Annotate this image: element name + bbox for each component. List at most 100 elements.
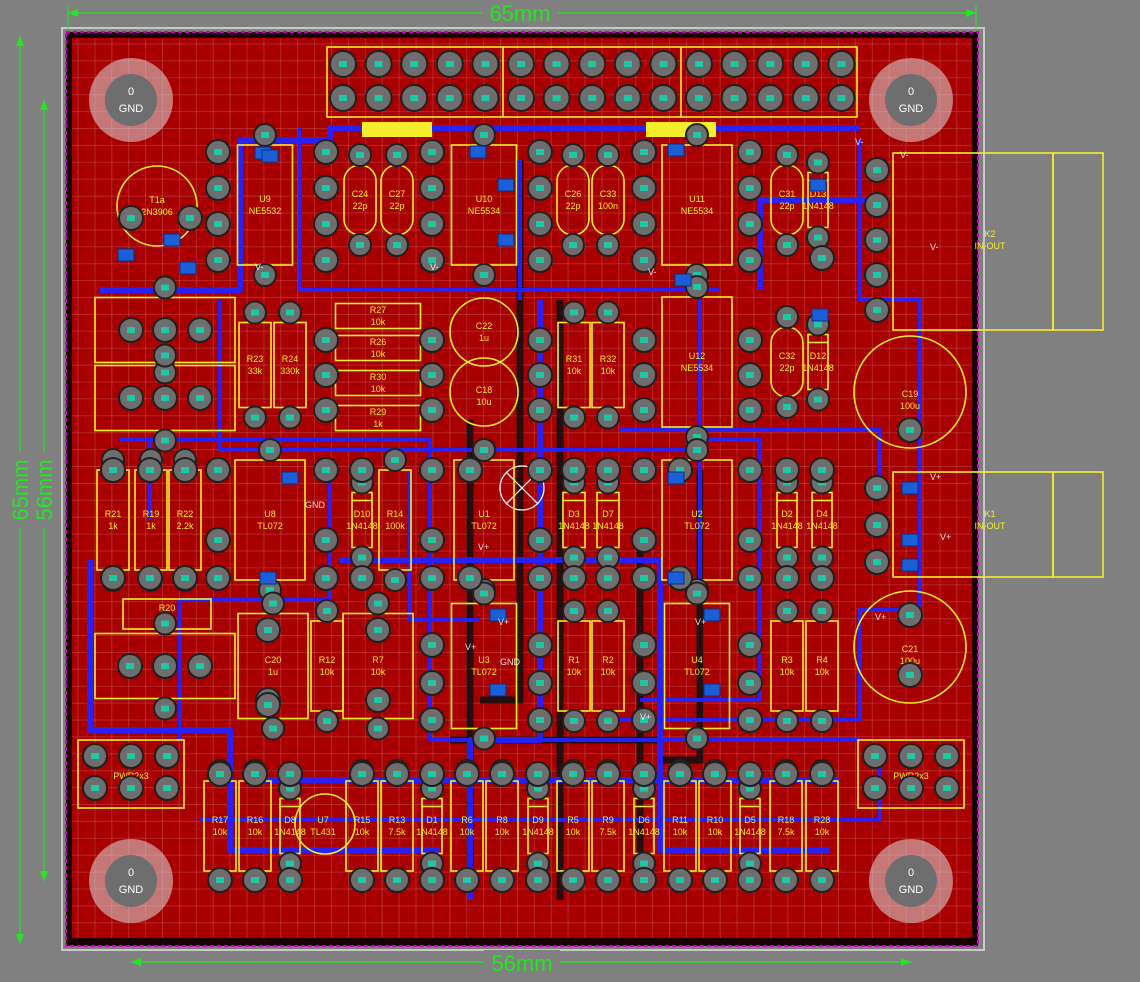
component-ref: D10 [354, 509, 371, 519]
component-pad-drill [356, 242, 364, 248]
component-value: 100u [900, 401, 920, 411]
through-hole-drill [640, 467, 648, 473]
component-value: 10k [355, 827, 370, 837]
component-pad-drill [261, 272, 269, 278]
through-hole-drill [214, 257, 222, 263]
through-hole-drill [746, 771, 754, 777]
header-pin-drill [339, 95, 347, 101]
smd-part [811, 308, 829, 322]
mounting-hole-br[interactable]: 0 GND [869, 839, 953, 923]
component-pad-drill [480, 447, 488, 453]
header-pin-drill [374, 61, 383, 67]
through-hole-drill [640, 149, 648, 155]
component-pad-drill [480, 590, 488, 597]
cap-outline-c18 [449, 357, 519, 427]
mounting-hole-bl[interactable]: 0 GND [89, 839, 173, 923]
through-hole-drill [463, 877, 471, 883]
through-hole-drill [109, 575, 117, 581]
through-hole-drill [498, 877, 506, 883]
mounting-hole-tl[interactable]: 0 GND [89, 58, 173, 142]
through-hole-drill [569, 771, 577, 777]
through-hole-drill [214, 185, 222, 191]
component-ref: D4 [816, 509, 828, 519]
component-pad-drill [428, 785, 436, 792]
component-pad-drill [604, 554, 612, 561]
component-value: 10k [815, 827, 830, 837]
header-pin-drill [445, 61, 454, 67]
through-hole-drill [818, 467, 826, 473]
component-ref: D5 [744, 815, 756, 825]
net-label: V- [255, 262, 264, 272]
component-pad-drill [693, 590, 701, 597]
smd-part [497, 233, 515, 247]
mounting-hole-label: GND [899, 103, 924, 115]
component-pad-drill [783, 152, 791, 158]
through-hole-drill [873, 237, 881, 243]
net-label: V+ [875, 612, 886, 622]
through-hole-drill [428, 185, 436, 191]
component-value: 7.5k [599, 827, 617, 837]
component-pad-drill [693, 284, 701, 290]
component-pad-drill [251, 414, 259, 421]
component-value: 2N3906 [141, 207, 173, 217]
component-ref: R19 [143, 509, 160, 519]
component-ref: R13 [389, 815, 406, 825]
component-value: 10k [371, 384, 386, 394]
through-hole-drill [640, 185, 648, 191]
through-hole-drill [570, 575, 578, 581]
component-value: 7.5k [777, 827, 795, 837]
through-hole-drill [640, 337, 648, 343]
through-hole-drill [818, 255, 826, 261]
smd-part [667, 471, 685, 485]
net-label: V- [648, 267, 657, 277]
through-hole-drill [746, 575, 754, 581]
through-hole-drill [604, 575, 612, 581]
component-pad-drill [251, 309, 259, 316]
component-pad-drill [570, 554, 578, 561]
component-value: 22p [779, 201, 794, 211]
through-hole-drill [873, 272, 881, 278]
through-hole-drill [783, 575, 791, 581]
through-hole-drill [196, 395, 204, 401]
through-hole-drill [146, 575, 154, 581]
mounting-hole-tr[interactable]: 0 GND [869, 58, 953, 142]
component-value: NE5534 [468, 206, 501, 216]
through-hole-drill [873, 485, 881, 491]
through-hole-drill [186, 215, 194, 221]
component-value: 10k [371, 317, 386, 327]
header-pin-drill [517, 95, 525, 101]
component-pad-drill [480, 735, 488, 742]
component-ref: C32 [779, 351, 796, 361]
through-hole-drill [322, 149, 330, 155]
component-pad-drill [783, 314, 791, 320]
through-hole-drill [322, 337, 330, 343]
through-hole-drill [214, 575, 222, 581]
header-pin-drill [339, 61, 347, 67]
component-value: 1N4148 [416, 827, 448, 837]
component-ref: R12 [319, 655, 336, 665]
through-hole-drill [428, 149, 436, 155]
through-hole-drill [126, 663, 134, 669]
header-pin-drill [481, 95, 490, 101]
component-pad-drill [286, 414, 294, 421]
component-value: TL072 [471, 667, 497, 677]
through-hole-drill [640, 372, 648, 378]
through-hole-drill [322, 467, 330, 473]
smd-part [809, 178, 827, 192]
component-value: 10k [495, 827, 510, 837]
component-ref: R14 [387, 509, 404, 519]
component-ref: R16 [247, 815, 264, 825]
component-value: NE5534 [681, 206, 714, 216]
through-hole-drill [463, 771, 471, 777]
component-value: NE5532 [249, 206, 282, 216]
